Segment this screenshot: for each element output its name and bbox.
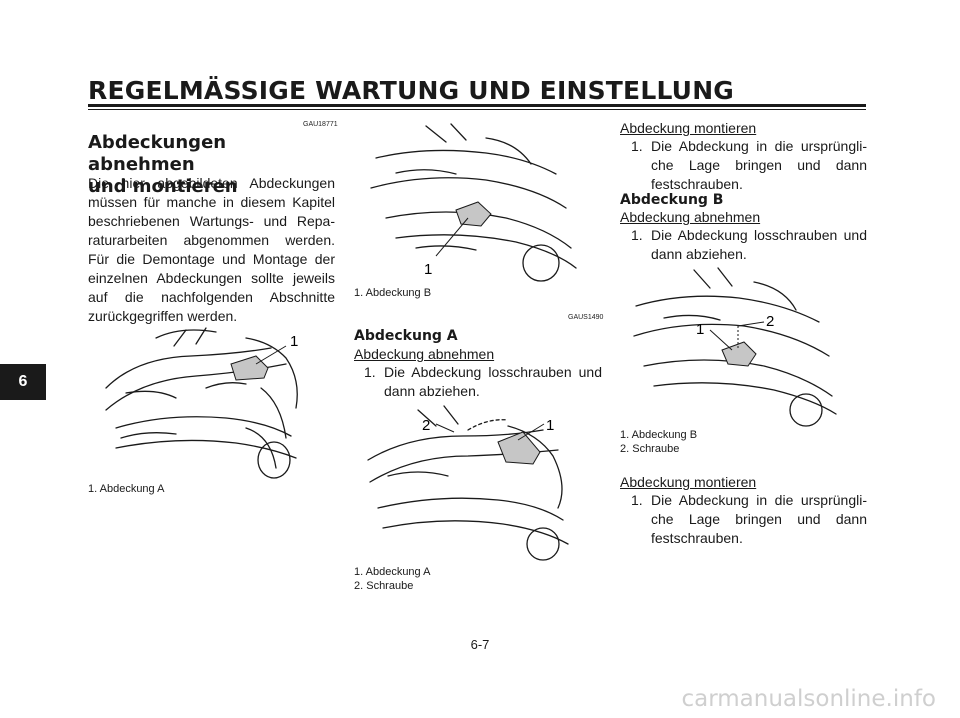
- step-text: Die Abdeckung losschrauben und dann abzi…: [384, 364, 602, 399]
- watermark: carmanualsonline.info: [681, 686, 936, 712]
- underline-install-heading: Abdeckung montieren: [620, 120, 757, 136]
- callout-label-2: 2: [422, 417, 430, 434]
- step-number: 1.: [631, 138, 643, 154]
- callout-label: 1: [290, 333, 298, 350]
- figure-cover-b: 1: [370, 123, 577, 282]
- callout-label-1: 1: [546, 417, 554, 434]
- underline-remove-heading: Abdeckung abnehmen: [354, 346, 495, 362]
- figure-caption-line1: 1. Abdeckung A: [354, 566, 431, 578]
- step-text: Die Abdeckung in die ursprüngli-che Lage…: [651, 138, 867, 192]
- callout-label-1: 1: [696, 321, 704, 338]
- figure-cover-a: 1: [105, 327, 298, 479]
- callout-label-2: 2: [766, 313, 774, 330]
- step-number: 1.: [364, 364, 376, 380]
- page-number: 6-7: [470, 637, 490, 652]
- section-heading-line1: Abdeckungen abnehmen: [88, 132, 227, 175]
- chapter-tab[interactable]: 6: [0, 364, 46, 400]
- subheading-cover-a: Abdeckung A: [354, 328, 458, 344]
- underline-remove-heading: Abdeckung abnehmen: [620, 209, 761, 225]
- intro-paragraph: Die hier abgebildeten Abdeckungen müssen…: [88, 175, 335, 324]
- header-rule-thick: [88, 104, 866, 107]
- figure-caption-line2: 2. Schraube: [620, 443, 680, 455]
- step-item: 1. Die Abdeckung losschrauben und dann a…: [631, 226, 867, 264]
- step-item: 1. Die Abdeckung in die ursprüngli-che L…: [631, 491, 867, 548]
- figure-caption: 1. Abdeckung A: [88, 483, 165, 495]
- callout-label: 1: [424, 261, 432, 278]
- section-code: GAU18771: [303, 121, 338, 128]
- underline-install-heading: Abdeckung montieren: [620, 474, 757, 490]
- page-header-title: REGELMÄSSIGE WARTUNG UND EINSTELLUNG: [88, 76, 735, 105]
- figure-caption-line2: 2. Schraube: [354, 580, 414, 592]
- step-number: 1.: [631, 492, 643, 508]
- step-item: 1. Die Abdeckung losschrauben und dann a…: [364, 363, 602, 401]
- figure-caption: 1. Abdeckung B: [354, 287, 432, 299]
- figure-cover-a-screw: 1 2: [367, 405, 569, 561]
- section-heading-line2: und montieren: [88, 176, 238, 197]
- step-text: Die Abdeckung in die ursprüngli-che Lage…: [651, 492, 867, 546]
- subheading-cover-b: Abdeckung B: [620, 192, 724, 208]
- figure-caption-line1: 1. Abdeckung B: [620, 429, 698, 441]
- header-rule-thin: [88, 109, 866, 110]
- figure-cover-b-screw: 1 2: [633, 267, 837, 427]
- step-item: 1. Die Abdeckung in die ursprüngli-che L…: [631, 137, 867, 194]
- section-code: GAUS1490: [568, 314, 604, 321]
- step-text: Die Abdeckung losschrauben und dann abzi…: [651, 227, 867, 262]
- step-number: 1.: [631, 227, 643, 243]
